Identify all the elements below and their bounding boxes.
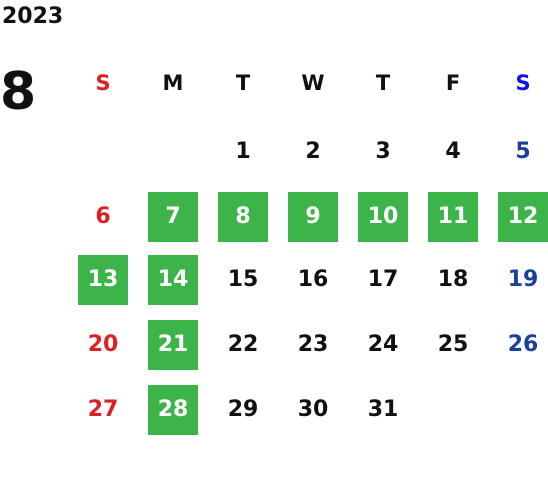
- calendar-day-15[interactable]: 15: [227, 267, 259, 292]
- weekday-header-wednesday: W: [301, 70, 325, 95]
- year-label: 2023: [2, 4, 64, 29]
- weekday-header-monday: M: [162, 70, 184, 95]
- calendar-day-16[interactable]: 16: [297, 267, 329, 292]
- calendar-day-1[interactable]: 1: [235, 139, 251, 164]
- calendar-day-26[interactable]: 26: [507, 332, 539, 357]
- calendar-day-4[interactable]: 4: [445, 139, 461, 164]
- calendar-day-11[interactable]: 11: [428, 192, 478, 242]
- calendar-day-2[interactable]: 2: [305, 139, 321, 164]
- weekday-header-tuesday: T: [235, 70, 251, 95]
- calendar-day-12[interactable]: 12: [498, 192, 548, 242]
- calendar-day-24[interactable]: 24: [367, 332, 399, 357]
- calendar-day-9[interactable]: 9: [288, 192, 338, 242]
- calendar-day-5[interactable]: 5: [515, 139, 531, 164]
- calendar-day-10[interactable]: 10: [358, 192, 408, 242]
- weekday-header-sunday: S: [95, 70, 111, 95]
- calendar-day-19[interactable]: 19: [507, 267, 539, 292]
- calendar-day-6[interactable]: 6: [95, 204, 111, 229]
- calendar-day-31[interactable]: 31: [367, 397, 399, 422]
- calendar-day-27[interactable]: 27: [87, 397, 119, 422]
- weekday-header-friday: F: [445, 70, 461, 95]
- calendar-day-21[interactable]: 21: [148, 320, 198, 370]
- calendar-day-7[interactable]: 7: [148, 192, 198, 242]
- calendar-day-22[interactable]: 22: [227, 332, 259, 357]
- calendar-day-17[interactable]: 17: [367, 267, 399, 292]
- weekday-header-saturday: S: [515, 70, 531, 95]
- calendar-day-8[interactable]: 8: [218, 192, 268, 242]
- calendar-day-25[interactable]: 25: [437, 332, 469, 357]
- calendar-day-3[interactable]: 3: [375, 139, 391, 164]
- calendar-day-28[interactable]: 28: [148, 385, 198, 435]
- calendar-day-14[interactable]: 14: [148, 255, 198, 305]
- calendar-day-13[interactable]: 13: [78, 255, 128, 305]
- calendar-day-20[interactable]: 20: [87, 332, 119, 357]
- weekday-header-thursday: T: [375, 70, 391, 95]
- calendar-day-29[interactable]: 29: [227, 397, 259, 422]
- month-number: 8: [0, 62, 37, 122]
- calendar-day-18[interactable]: 18: [437, 267, 469, 292]
- calendar-day-23[interactable]: 23: [297, 332, 329, 357]
- calendar-day-30[interactable]: 30: [297, 397, 329, 422]
